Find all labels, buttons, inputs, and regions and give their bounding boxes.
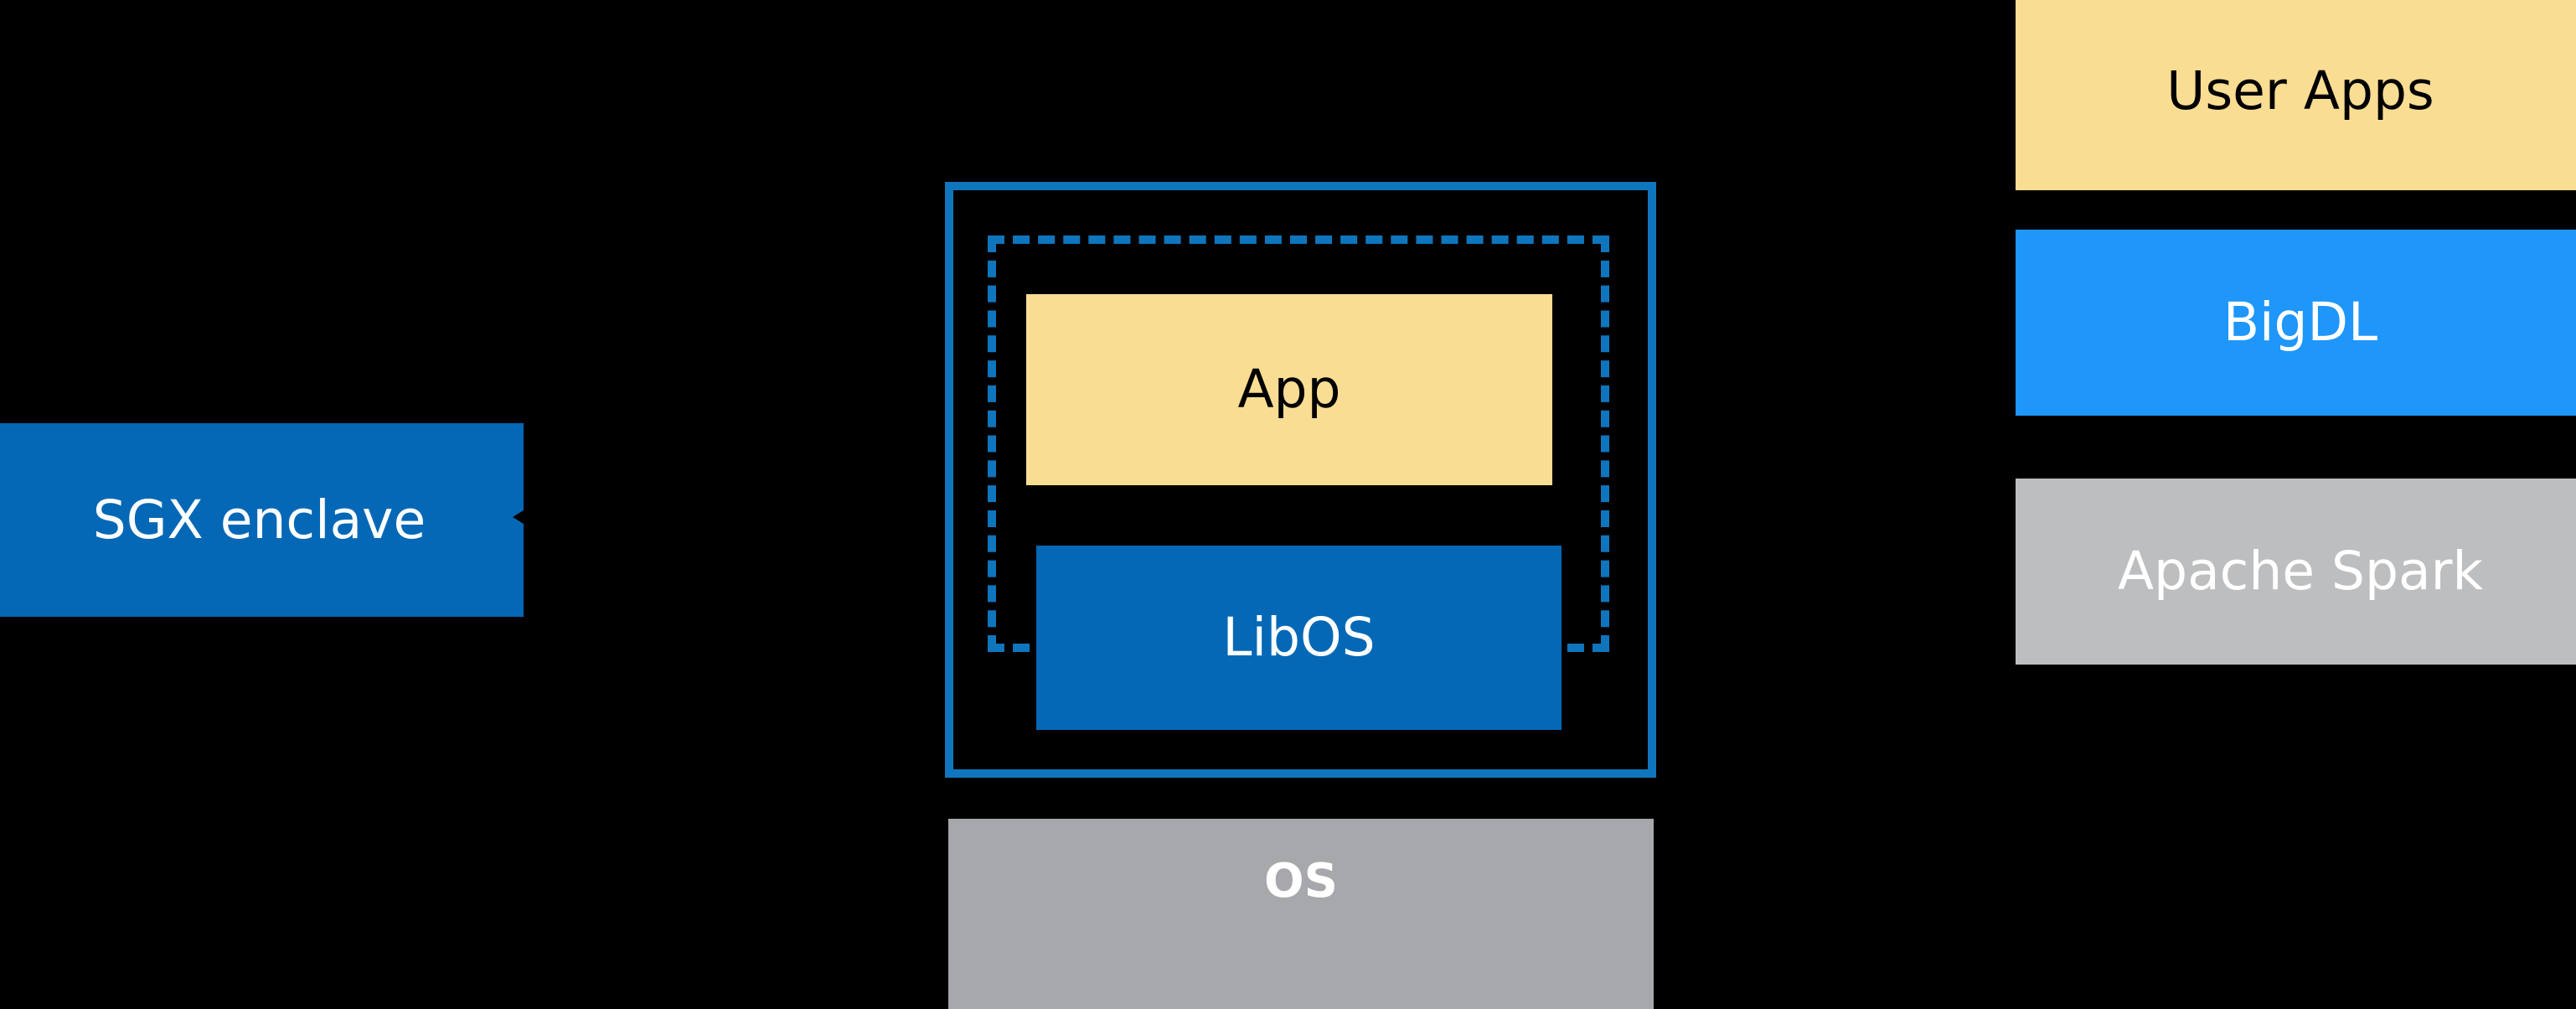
app-to-sgx-connector-line [524, 514, 1546, 519]
enclave-boundary-frame [945, 182, 1656, 778]
bigdl-label: BigDL [2222, 292, 2378, 354]
user-apps-box[interactable]: User Apps [2016, 0, 2576, 190]
apache-spark-label: Apache Spark [2117, 541, 2484, 603]
bigdl-box[interactable]: BigDL [2016, 230, 2576, 416]
os-label: OS [1264, 854, 1338, 908]
sgx-enclave-label: SGX enclave [92, 489, 426, 551]
app-box[interactable]: App [1026, 294, 1552, 485]
arrow-left-icon [513, 509, 526, 525]
os-box[interactable]: OS [948, 819, 1654, 1009]
app-label: App [1237, 359, 1341, 421]
user-apps-label: User Apps [2166, 60, 2434, 122]
libos-box[interactable]: LibOS [1036, 546, 1562, 730]
sgx-enclave-box[interactable]: SGX enclave [0, 423, 524, 617]
libos-label: LibOS [1222, 607, 1376, 669]
apache-spark-box[interactable]: Apache Spark [2016, 479, 2576, 665]
